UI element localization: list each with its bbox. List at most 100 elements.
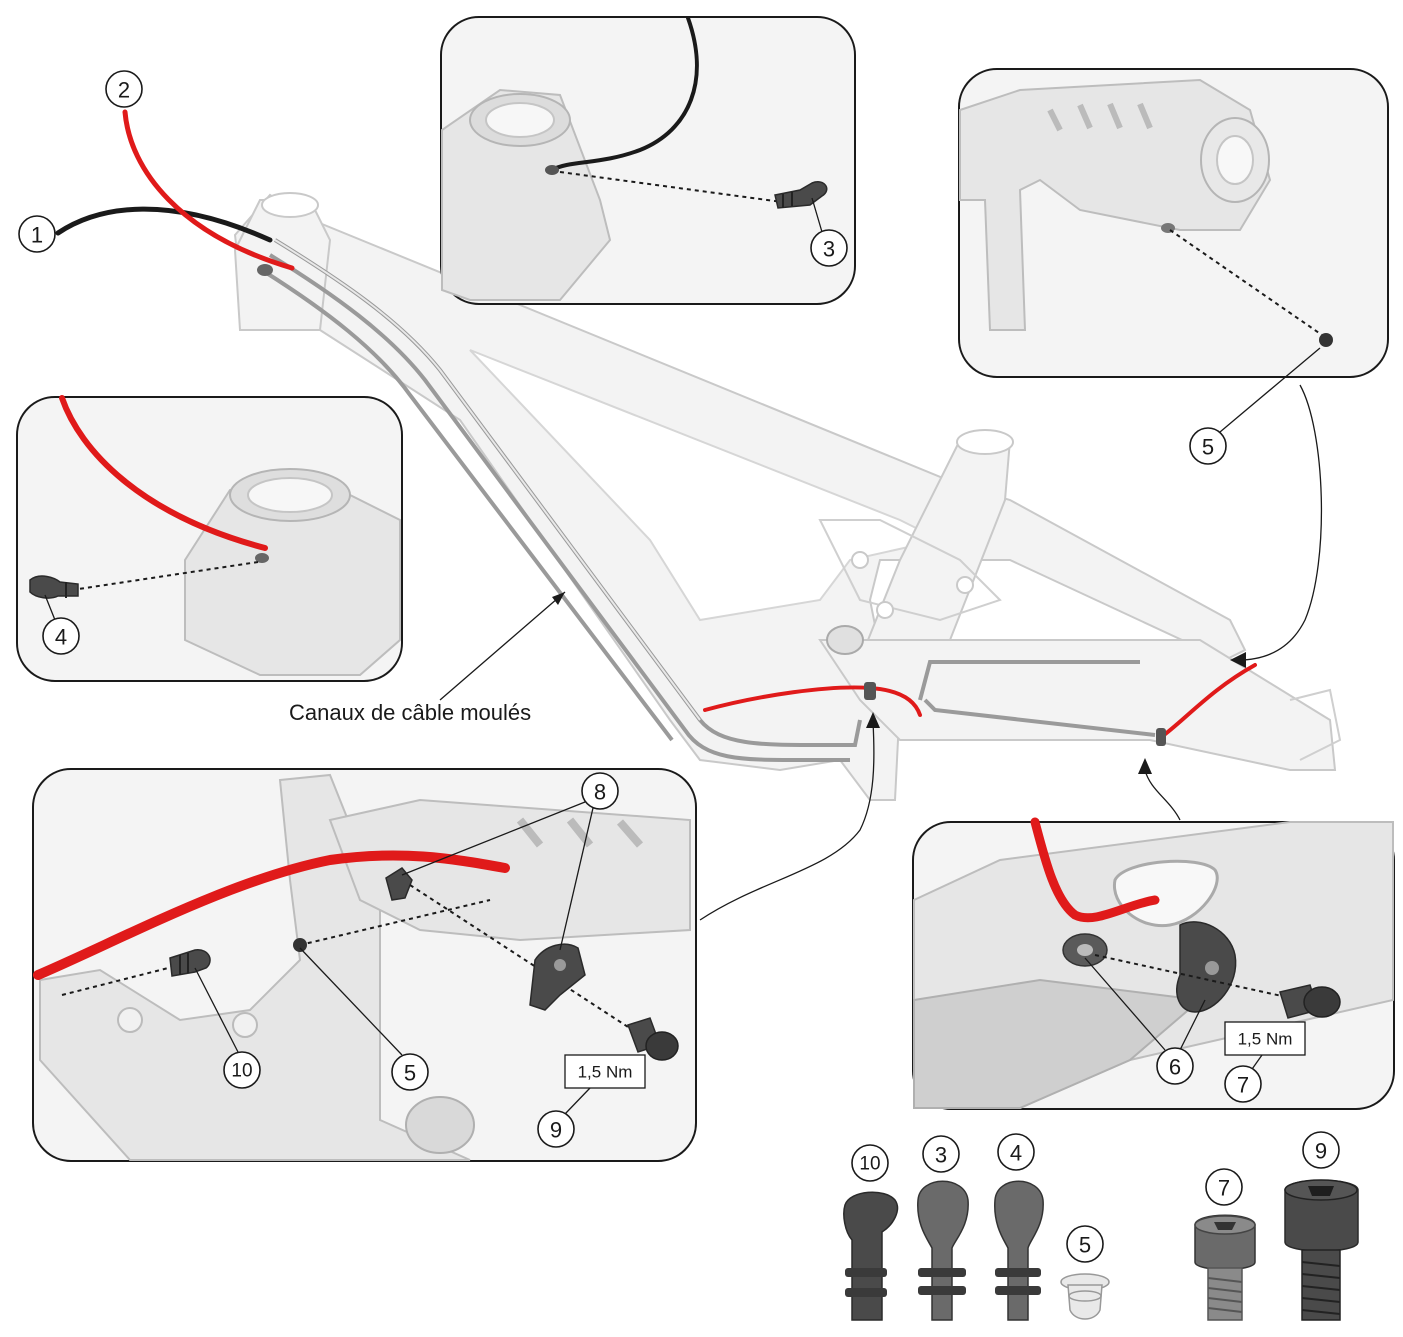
boss-1 [117, 1007, 143, 1033]
parts-legend: 10 3 4 5 [843, 1131, 1359, 1321]
guide-chainstay [1156, 728, 1166, 746]
detail-panel-chainstay: 6 1,5 Nm 7 [912, 817, 1395, 1110]
insert-path-3 [559, 171, 783, 203]
svg-text:2: 2 [118, 78, 130, 103]
screw-9-bb [627, 1017, 679, 1061]
cable-plug-3 [774, 181, 828, 209]
red-cable-chainstay-detail [1030, 817, 1160, 923]
cable-2-red [122, 109, 295, 271]
part-7-screw [1194, 1214, 1256, 1321]
svg-text:3: 3 [935, 1143, 947, 1168]
dropout [1289, 688, 1342, 761]
red-cable-bottom-bracket [703, 685, 922, 717]
red-cable-chainstay [1158, 663, 1257, 740]
molded-channel-3 [263, 270, 674, 742]
pivot-3 [876, 601, 894, 619]
molded-channel-2 [268, 253, 850, 762]
screw-7-detail [1279, 984, 1341, 1019]
insert-path-5-bb [299, 899, 491, 946]
svg-text:6: 6 [1169, 1055, 1181, 1080]
svg-text:10: 10 [231, 1061, 252, 1082]
callout-5-top: 5 [1189, 427, 1227, 465]
detail-panel-bottom-bracket: 8 10 5 1,5 Nm 9 [32, 768, 697, 1162]
chainstay-shadow [913, 978, 1203, 1109]
black-cable-detail [550, 16, 699, 172]
molded-channel-rear [918, 660, 1156, 737]
svg-text:1: 1 [31, 223, 43, 248]
svg-text:1,5 Nm: 1,5 Nm [578, 1063, 633, 1082]
callout-9: 9 [537, 1110, 575, 1148]
head-tube-opening [261, 192, 319, 218]
svg-text:5: 5 [1079, 1233, 1091, 1258]
callout-2: 2 [105, 70, 143, 108]
bridge-ribs [1047, 102, 1153, 132]
molded-channels-caption: Canaux de câble moulés [289, 700, 531, 725]
frame-triangle-opening [469, 349, 943, 622]
boss-2 [232, 1012, 258, 1038]
caption-arrowhead [552, 592, 565, 605]
head-tube-casting [441, 88, 612, 301]
callout-5-bb: 5 [391, 1053, 429, 1091]
callout-part-7: 7 [1205, 1168, 1243, 1206]
head-tube-bore [485, 102, 555, 138]
callout-1: 1 [18, 215, 56, 253]
frame-rear-link [818, 519, 1002, 622]
svg-text:7: 7 [1218, 1176, 1230, 1201]
part-4-plug [994, 1180, 1044, 1321]
bridge-casting [959, 78, 1272, 331]
insert-path-7 [1094, 954, 1301, 1001]
callout-6: 6 [1156, 1047, 1194, 1085]
pivot-1 [851, 551, 869, 569]
cable-guide-8b [529, 943, 586, 1011]
pivot-eye-bore [1216, 135, 1254, 185]
insert-path-5-top [1169, 229, 1323, 336]
svg-text:4: 4 [55, 625, 67, 650]
callout-part-10: 10 [851, 1144, 889, 1182]
link-arrow-bottom-left [699, 721, 875, 921]
torque-label-7 [1224, 1021, 1306, 1056]
svg-text:3: 3 [823, 237, 835, 262]
callout-part-4: 4 [997, 1133, 1035, 1171]
detail-panel-head-tube-black-cable: 3 [440, 16, 856, 305]
bb-arm [328, 798, 691, 942]
svg-text:9: 9 [1315, 1139, 1327, 1164]
frame-chainstay [818, 639, 1337, 771]
cable-plug-10 [169, 949, 211, 977]
svg-text:7: 7 [1237, 1073, 1249, 1098]
red-cable-detail [59, 395, 268, 551]
red-cable-bb [33, 850, 510, 980]
torque-label-9 [564, 1054, 646, 1089]
cable-entry-head-tube [257, 264, 273, 276]
callout-part-5: 5 [1066, 1225, 1104, 1263]
svg-text:4: 4 [1010, 1141, 1022, 1166]
link-arrowhead-bottom-left [866, 712, 880, 728]
guide-bb [864, 682, 876, 700]
seat-tube-opening [956, 429, 1014, 455]
grommet-5-top [1319, 333, 1333, 347]
link-arrowhead-bottom-right [1138, 758, 1152, 774]
link-arrowhead-top-right [1230, 652, 1246, 668]
channel-highlight [274, 239, 701, 721]
cable-guide-8a [385, 867, 413, 901]
grommet-5-bb [293, 938, 307, 952]
bb-shell-bore [405, 1096, 475, 1154]
cable-1-black [55, 206, 273, 243]
callout-3: 3 [810, 229, 848, 267]
part-9-screw [1284, 1179, 1359, 1321]
detail-panel-head-tube-red-cable: 4 [16, 395, 403, 682]
cable-port [545, 165, 559, 175]
head-tube-bore-left [247, 477, 333, 513]
cable-port-left [255, 553, 269, 563]
part-10-plug [843, 1191, 899, 1321]
svg-text:5: 5 [404, 1061, 416, 1086]
bb-shell [826, 625, 864, 655]
svg-text:5: 5 [1202, 435, 1214, 460]
svg-text:1,5 Nm: 1,5 Nm [1238, 1030, 1293, 1049]
part-3-plug [917, 1180, 969, 1321]
cable-plug-4 [29, 575, 79, 599]
cable-guide-6 [1176, 921, 1237, 1013]
part-5-grommet [1060, 1273, 1110, 1320]
svg-text:10: 10 [859, 1154, 880, 1175]
callout-part-3: 3 [922, 1135, 960, 1173]
